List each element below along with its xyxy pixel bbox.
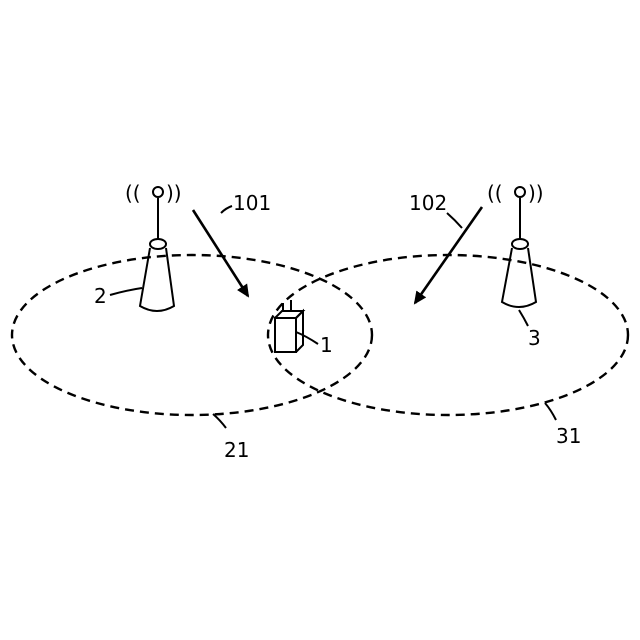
antenna-waves-right-2: )) [166,181,182,205]
leader-line-102 [447,213,462,228]
label-terminal-1: 1 [320,333,333,357]
base-station-3-icon [502,187,536,307]
antenna-waves-left-2: (( [125,181,141,205]
label-coverage-21: 21 [224,438,249,462]
antenna-waves-right-3: )) [528,181,544,205]
signal-arrow-101 [193,210,248,296]
label-coverage-31: 31 [556,424,581,448]
leader-line-3 [519,310,528,326]
leader-line-101 [221,206,232,213]
leader-line-1 [296,332,318,344]
base-station-2-icon [140,187,174,311]
antenna-waves-left-3: (( [487,181,503,205]
leader-line-2 [110,288,142,295]
leader-line-31 [545,403,556,420]
leader-line-21 [213,414,226,428]
label-base-station-2: 2 [94,284,107,308]
label-signal-102: 102 [409,191,447,215]
signal-arrow-102 [415,207,482,303]
label-signal-101: 101 [233,191,271,215]
label-base-station-3: 3 [528,326,541,350]
